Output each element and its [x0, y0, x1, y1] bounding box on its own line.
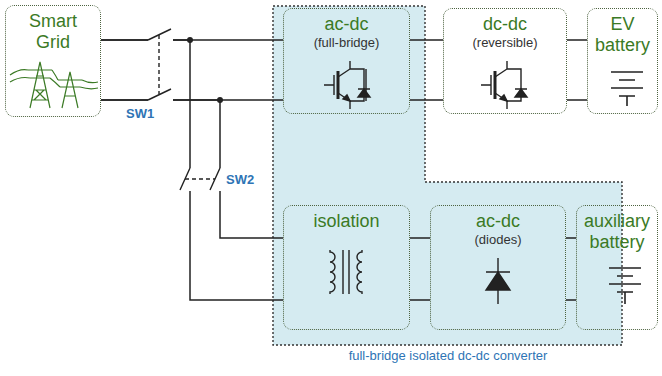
isolation-box: isolation [283, 205, 410, 330]
box-title: auxiliary battery [583, 211, 651, 253]
box-subtitle: (diodes) [437, 232, 559, 248]
igbt-symbol [481, 61, 527, 109]
igbt-symbol [324, 61, 370, 109]
box-title: isolation [290, 211, 403, 232]
battery-symbol [611, 72, 643, 106]
diode-symbol [486, 258, 510, 304]
box-title: dc-dc [450, 14, 560, 35]
switch-label: SW1 [126, 106, 154, 121]
box-title: ac-dc [437, 211, 559, 232]
box-title: EV battery [594, 14, 651, 56]
wire-connector [101, 40, 283, 300]
wire-connector [410, 238, 430, 300]
wire-connector [410, 40, 443, 100]
battery-symbol [609, 268, 641, 304]
region-shape [273, 6, 622, 345]
transformer-symbol [330, 250, 362, 294]
battery-box: EV battery [587, 8, 658, 114]
switch-symbol [148, 29, 220, 190]
box-subtitle: (full-bridge) [290, 35, 403, 51]
wire-connector [567, 40, 587, 100]
converter-region: full-bridge isolated dc-dc converter ac-d… [272, 5, 624, 373]
grid-box: Smart Grid [5, 5, 101, 117]
region-outline [272, 5, 624, 373]
pylon-icon [10, 62, 98, 108]
box-title: Smart Grid [12, 11, 94, 53]
box-subtitle: (reversible) [450, 35, 560, 51]
region-caption: full-bridge isolated dc-dc converter [272, 348, 624, 364]
junction-dot [187, 37, 223, 103]
box-title: ac-dc [290, 14, 403, 35]
switch-label: SW2 [226, 172, 254, 187]
wire-connector [566, 238, 576, 300]
wire-connector [101, 40, 283, 100]
